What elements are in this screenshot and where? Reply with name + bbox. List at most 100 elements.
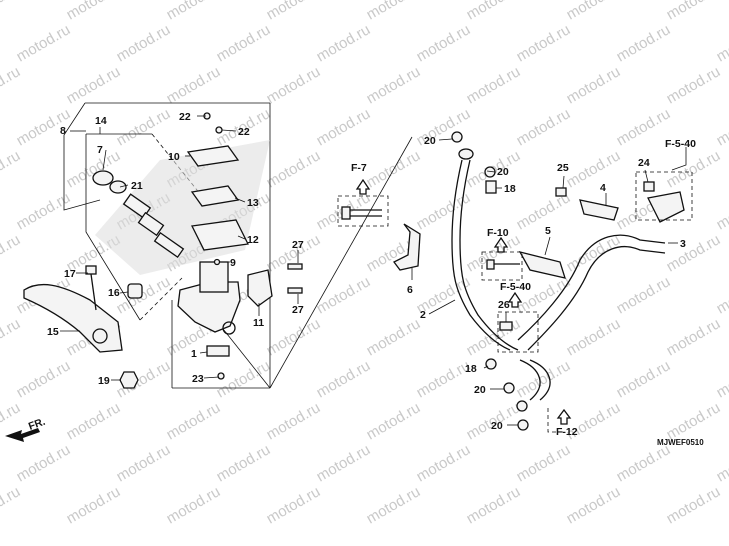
callout-23: 23 [192, 373, 204, 385]
ref-label-f7: F-7 [351, 162, 367, 174]
callout-2: 2 [420, 309, 426, 321]
callout-9: 9 [230, 257, 236, 269]
ref-label-f12: F-12 [556, 426, 578, 438]
watermark-text: motod.ru [64, 0, 124, 23]
lever-15 [23, 283, 123, 353]
watermark-text: motod.ru [664, 315, 724, 359]
watermark-text: motod.ru [664, 63, 724, 107]
ref-label-f10: F-10 [487, 227, 509, 239]
watermark-text: motod.ru [364, 0, 424, 23]
watermark-text: motod.ru [0, 315, 23, 359]
callout-20-b: 20 [497, 166, 509, 178]
switch-1 [206, 345, 230, 357]
watermark-text: motod.ru [264, 147, 324, 191]
watermark-text: motod.ru [664, 147, 724, 191]
leader-lines [60, 115, 678, 426]
piston-kit-14 [92, 170, 185, 259]
hose-2 [451, 148, 519, 351]
callout-25: 25 [557, 162, 569, 174]
watermark-text: motod.ru [714, 357, 729, 401]
screws [203, 112, 303, 380]
callout-22-top: 22 [179, 111, 191, 123]
watermark-text: motod.ru [564, 0, 624, 23]
watermark-text: motod.ru [14, 357, 74, 401]
callout-8: 8 [60, 125, 66, 137]
watermark-text: motod.ru [364, 483, 424, 527]
watermark-text: motod.ru [714, 441, 729, 485]
callout-20-d: 20 [491, 420, 503, 432]
watermark-text: motod.ru [14, 21, 74, 65]
watermark-text: motod.ru [114, 21, 174, 65]
ref-label-f540-upper: F-5-40 [665, 138, 696, 150]
callout-7: 7 [97, 144, 103, 156]
watermark-text: motod.ru [364, 63, 424, 107]
reservoir-cap-10 [186, 145, 240, 167]
callout-3: 3 [680, 238, 686, 250]
watermark-text: motod.ru [414, 105, 474, 149]
watermark-text: motod.ru [514, 105, 574, 149]
ref-label-f540-lower: F-5-40 [500, 281, 531, 293]
callout-12: 12 [247, 234, 259, 246]
callout-16: 16 [108, 287, 120, 299]
watermark-text: motod.ru [564, 147, 624, 191]
watermark-text: motod.ru [464, 0, 524, 23]
watermark-text: motod.ru [164, 399, 224, 443]
callout-27-bottom: 27 [292, 304, 304, 316]
watermark-text: motod.ru [164, 0, 224, 23]
bracket-4 [579, 199, 619, 221]
bracket-6 [393, 223, 421, 271]
watermark-text: motod.ru [164, 63, 224, 107]
watermark-text: motod.ru [614, 273, 674, 317]
callout-27-top: 27 [292, 239, 304, 251]
callout-24: 24 [638, 157, 650, 169]
front-direction-icon [5, 428, 40, 442]
watermark-text: motod.ru [214, 21, 274, 65]
callout-26: 26 [498, 299, 510, 311]
ref-arrow-f12 [556, 408, 572, 425]
watermark-text: motod.ru [614, 441, 674, 485]
watermark-text: motod.ru [264, 483, 324, 527]
watermark-text: motod.ru [64, 483, 124, 527]
ref-box-f7 [337, 195, 389, 227]
watermark-text: motod.ru [264, 399, 324, 443]
watermark-text: motod.ru [364, 315, 424, 359]
callout-20-c: 20 [474, 384, 486, 396]
watermark-text: motod.ru [564, 231, 624, 275]
ref-arrow-f10 [493, 236, 509, 253]
watermark-text: motod.ru [14, 441, 74, 485]
callout-13: 13 [247, 197, 259, 209]
watermark-text: motod.ru [414, 21, 474, 65]
callout-19: 19 [98, 375, 110, 387]
callout-5: 5 [545, 225, 551, 237]
watermark-text: motod.ru [264, 0, 324, 23]
watermark-text: motod.ru [0, 483, 23, 527]
watermark-text: motod.ru [414, 441, 474, 485]
ref-box-f10 [481, 251, 523, 281]
callout-11: 11 [253, 317, 264, 329]
collar-16 [127, 283, 143, 299]
watermark-text: motod.ru [564, 315, 624, 359]
assembly-frame [63, 102, 413, 389]
callout-21: 21 [131, 180, 143, 192]
watermark-text: motod.ru [714, 105, 729, 149]
watermark-text: motod.ru [314, 105, 374, 149]
watermark-text: motod.ru [464, 63, 524, 107]
watermark-text: motod.ru [64, 399, 124, 443]
watermark-text: motod.ru [564, 483, 624, 527]
watermark-text: motod.ru [414, 189, 474, 233]
ref-arrow-f540-lower [507, 291, 523, 308]
plate-13 [190, 185, 240, 207]
bracket-5 [518, 251, 566, 279]
callout-6: 6 [407, 284, 413, 296]
diaphragm-12 [191, 219, 249, 251]
watermark-text: motod.ru [514, 357, 574, 401]
watermark-text: motod.ru [114, 441, 174, 485]
watermark-text: motod.ru [514, 21, 574, 65]
callout-17: 17 [64, 268, 76, 280]
watermark-text: motod.ru [264, 63, 324, 107]
watermark-text: motod.ru [664, 231, 724, 275]
holder-11 [247, 269, 273, 307]
watermark-text: motod.ru [714, 273, 729, 317]
